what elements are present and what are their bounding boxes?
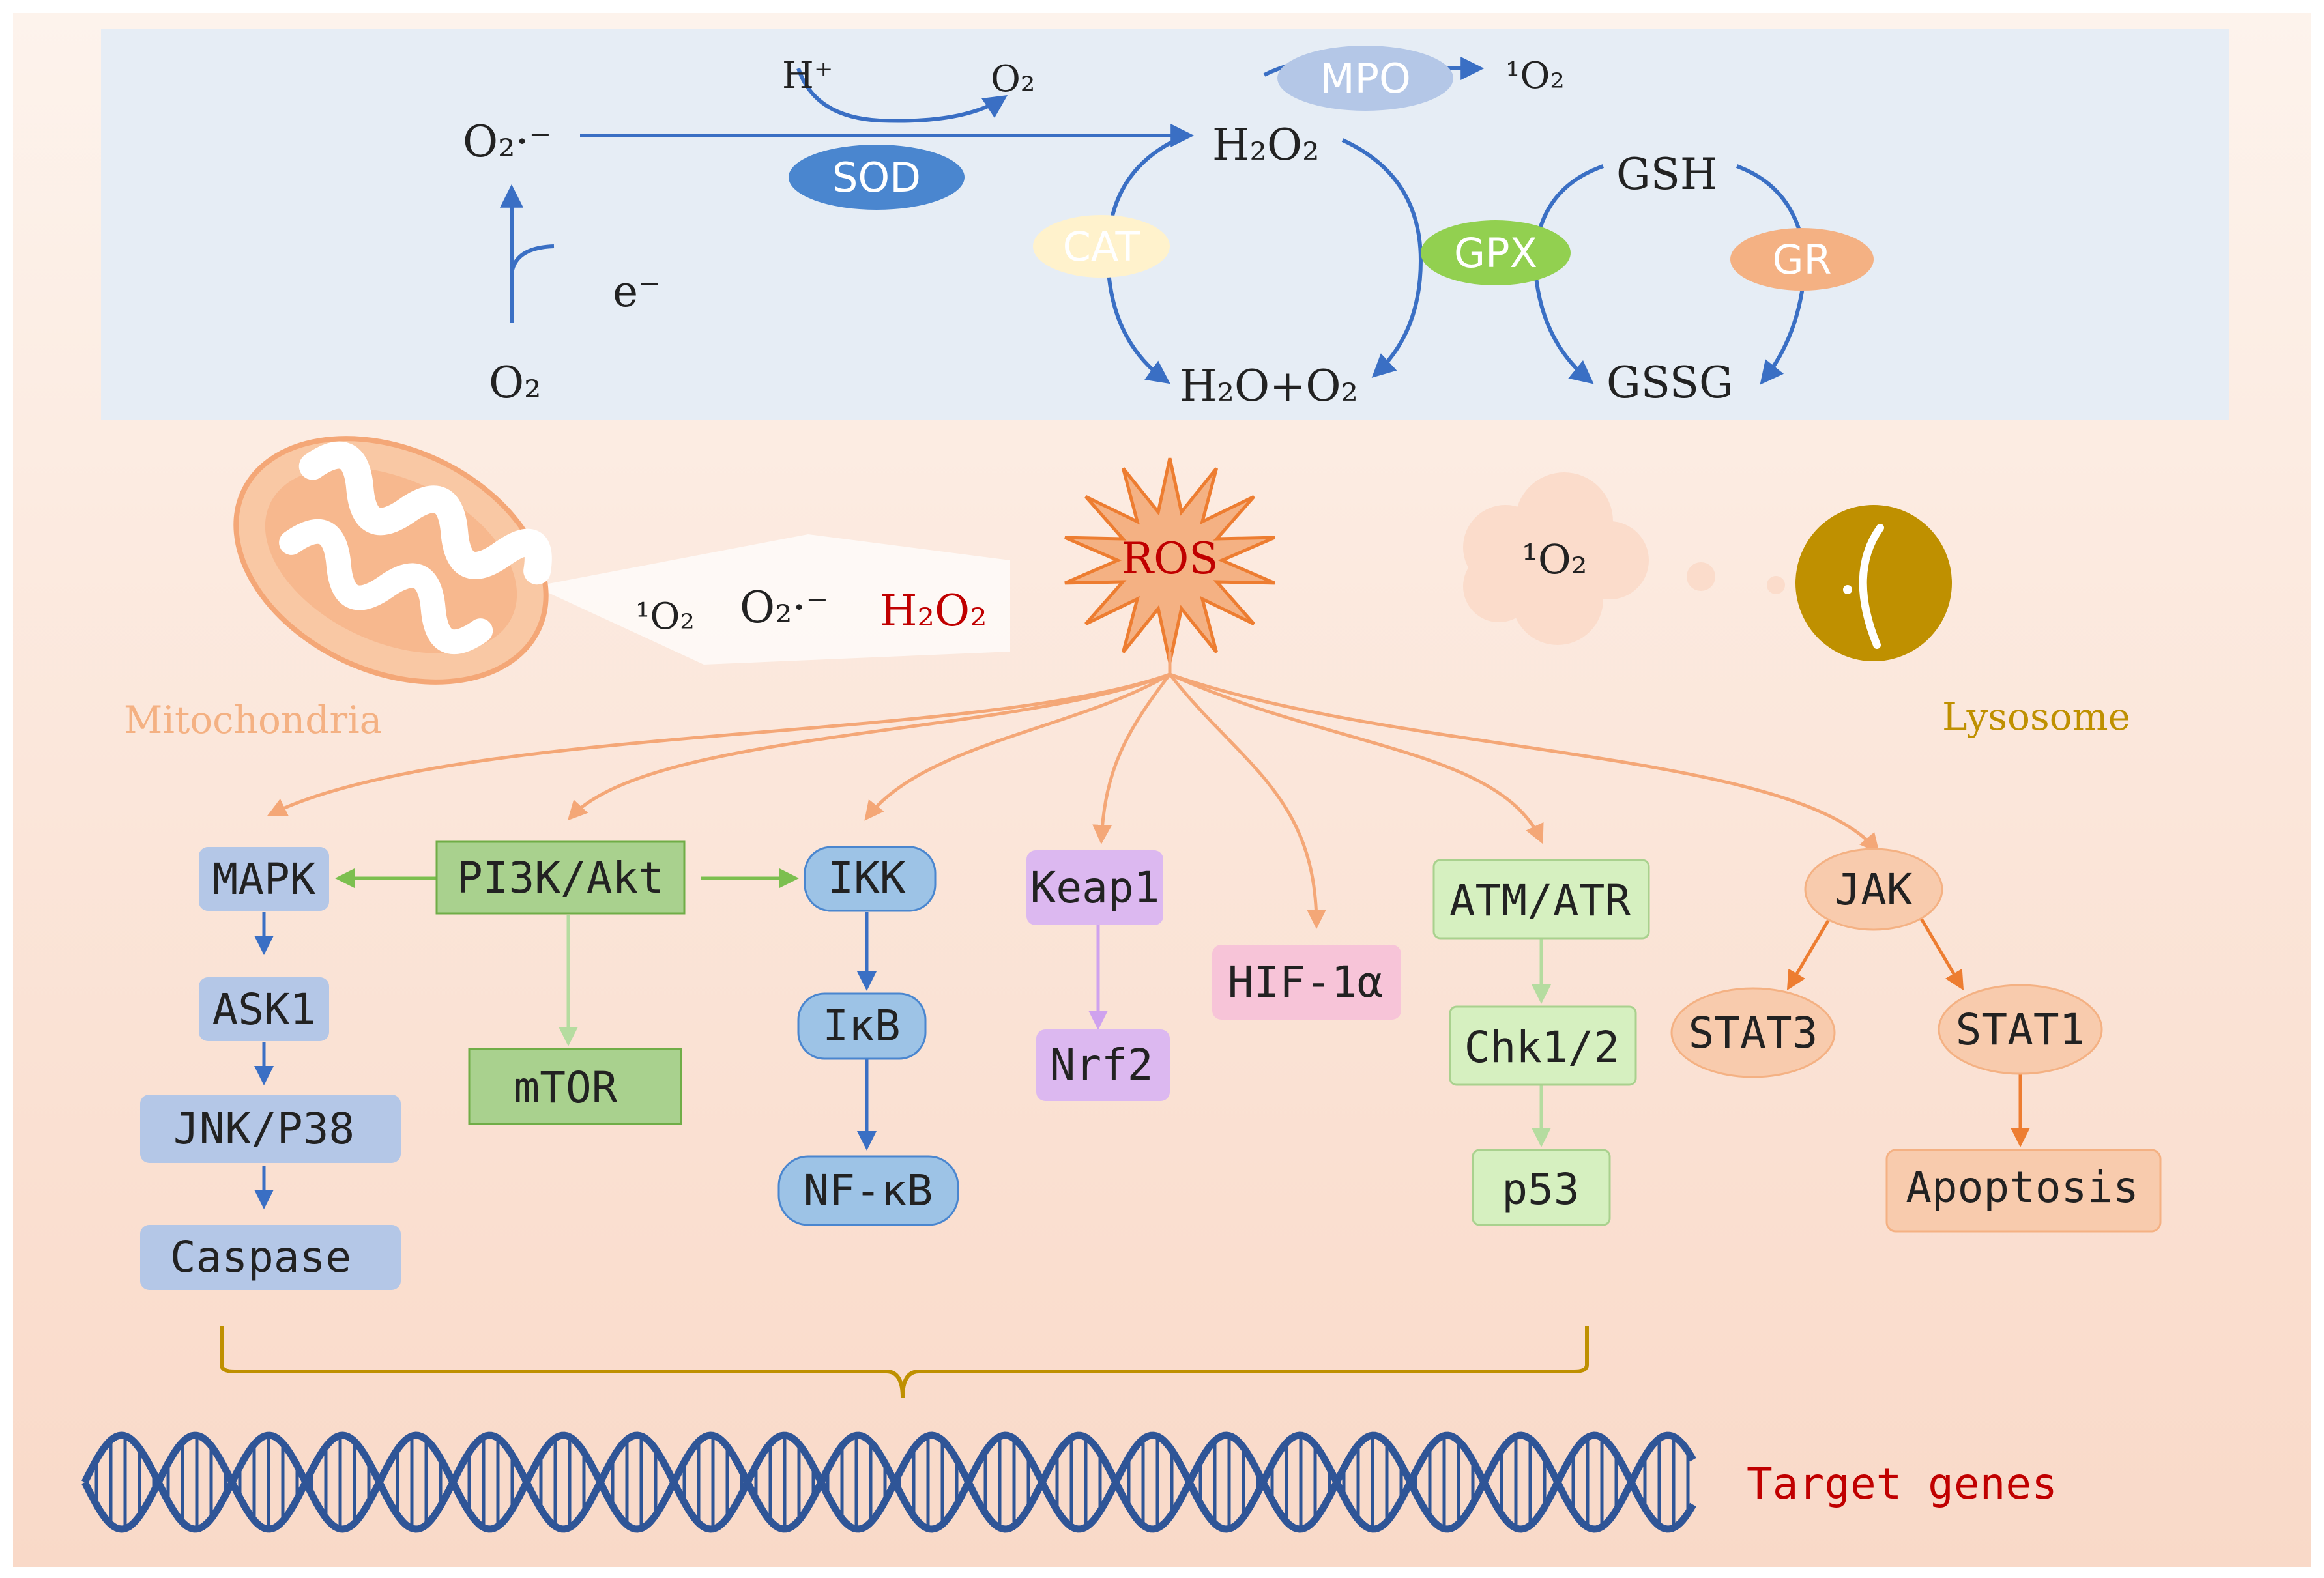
jak-label: JAK bbox=[1835, 865, 1912, 915]
reaction-arrows bbox=[500, 57, 1808, 385]
h2o-o2-label: H₂O+O₂ bbox=[1180, 361, 1358, 411]
dna-strand-b bbox=[81, 1431, 1696, 1533]
ros-beam bbox=[534, 534, 1010, 665]
mitochondrial-ros: ¹O₂ O₂·⁻ H₂O₂ bbox=[635, 582, 987, 638]
superoxide-label: O₂·⁻ bbox=[463, 117, 551, 167]
ikk-node bbox=[804, 846, 937, 912]
beam-singlet-label: ¹O₂ bbox=[635, 595, 695, 638]
reaction-species: O₂·⁻ O₂ e⁻ H⁺ O₂ H₂O₂ ¹O₂ H₂O+O₂ GSH GSS… bbox=[463, 55, 1734, 411]
reaction-panel bbox=[101, 29, 2229, 420]
mtor-label: mTOR bbox=[514, 1063, 618, 1113]
ask1-label: ASK1 bbox=[212, 984, 316, 1035]
gpx-label: GPX bbox=[1454, 229, 1537, 277]
cat-label: CAT bbox=[1063, 223, 1141, 270]
pathway-nodes: MAPK ASK1 JNK/P38 Caspase PI3K/Akt mTOR … bbox=[140, 840, 2162, 1290]
lysosome-icon bbox=[1795, 505, 1952, 661]
enzymes: SOD MPO CAT GPX GR bbox=[789, 46, 1874, 291]
electron-label: e⁻ bbox=[613, 266, 661, 317]
nrf2-label: Nrf2 bbox=[1050, 1040, 1154, 1090]
ikk-label: IKK bbox=[828, 853, 905, 903]
lysosome-label: Lysosome bbox=[1942, 695, 2130, 739]
nrf2-node bbox=[1036, 1029, 1170, 1101]
caspase-label: Caspase bbox=[170, 1232, 351, 1282]
jnk-label: JNK/P38 bbox=[173, 1104, 355, 1154]
p53-node bbox=[1472, 1149, 1611, 1226]
mapk-label: MAPK bbox=[212, 854, 316, 904]
apoptosis-node bbox=[1885, 1149, 2162, 1233]
target-genes-label: Target genes bbox=[1747, 1459, 2057, 1509]
beam-h2o2-label: H₂O₂ bbox=[880, 586, 987, 636]
mitochondria-icon bbox=[233, 436, 1010, 685]
stat3-label: STAT3 bbox=[1689, 1008, 1818, 1058]
ikb-node bbox=[797, 992, 927, 1060]
gr-label: GR bbox=[1772, 236, 1831, 283]
mitochondria-label: Mitochondria bbox=[124, 698, 382, 742]
ros-label: ROS bbox=[1121, 534, 1218, 584]
stat1-node bbox=[1938, 984, 2103, 1075]
jnk-node bbox=[140, 1095, 401, 1163]
nfkb-node bbox=[777, 1155, 959, 1226]
atm-label: ATM/ATR bbox=[1449, 876, 1631, 926]
mtor-node bbox=[468, 1048, 682, 1125]
ask1-node bbox=[199, 977, 329, 1041]
keap1-label: Keap1 bbox=[1030, 863, 1160, 913]
gsh-label: GSH bbox=[1616, 149, 1718, 199]
o2-bottom-label: O₂ bbox=[489, 358, 542, 408]
p53-label: p53 bbox=[1502, 1164, 1579, 1214]
mpo-ellipse bbox=[1277, 46, 1453, 111]
h2o2-label: H₂O₂ bbox=[1212, 120, 1320, 170]
singlet-oxygen-cloud bbox=[1463, 472, 1785, 645]
nfkb-label: NF-κB bbox=[804, 1166, 933, 1216]
cloud-singlet-label: ¹O₂ bbox=[1522, 536, 1588, 583]
sod-label: SOD bbox=[832, 154, 921, 201]
hif-node bbox=[1212, 945, 1401, 1020]
singlet-oxygen-label: ¹O₂ bbox=[1505, 55, 1565, 97]
proton-label: H⁺ bbox=[782, 55, 833, 97]
cat-ellipse bbox=[1033, 215, 1170, 278]
mapk-node bbox=[199, 847, 329, 911]
caspase-node bbox=[140, 1225, 401, 1290]
chk-label: Chk1/2 bbox=[1464, 1022, 1620, 1072]
dna-helix-icon bbox=[81, 1431, 1696, 1533]
keap1-node bbox=[1026, 850, 1163, 925]
stat1-label: STAT1 bbox=[1956, 1005, 2085, 1055]
stat3-node bbox=[1670, 987, 1836, 1078]
dna-strand-a bbox=[81, 1431, 1696, 1533]
brace bbox=[220, 1326, 1589, 1398]
atm-node bbox=[1432, 859, 1650, 940]
gssg-label: GSSG bbox=[1606, 358, 1734, 408]
gr-ellipse bbox=[1730, 228, 1874, 291]
pathway-arrows bbox=[254, 868, 2030, 1209]
ikb-label: IκB bbox=[822, 1001, 900, 1051]
jak-node bbox=[1804, 848, 1943, 931]
apoptosis-label: Apoptosis bbox=[1906, 1162, 2139, 1212]
o2-sod-label: O₂ bbox=[991, 58, 1035, 100]
beam-superoxide-label: O₂·⁻ bbox=[740, 582, 828, 633]
sod-ellipse bbox=[789, 145, 965, 210]
chk-node bbox=[1449, 1005, 1637, 1086]
mpo-label: MPO bbox=[1320, 55, 1411, 102]
ros-fanout-arrows bbox=[267, 652, 1880, 929]
hif-label: HIF-1α bbox=[1228, 957, 1383, 1007]
gpx-ellipse bbox=[1421, 220, 1571, 285]
pi3k-node bbox=[435, 840, 686, 915]
pi3k-label: PI3K/Akt bbox=[457, 853, 664, 903]
